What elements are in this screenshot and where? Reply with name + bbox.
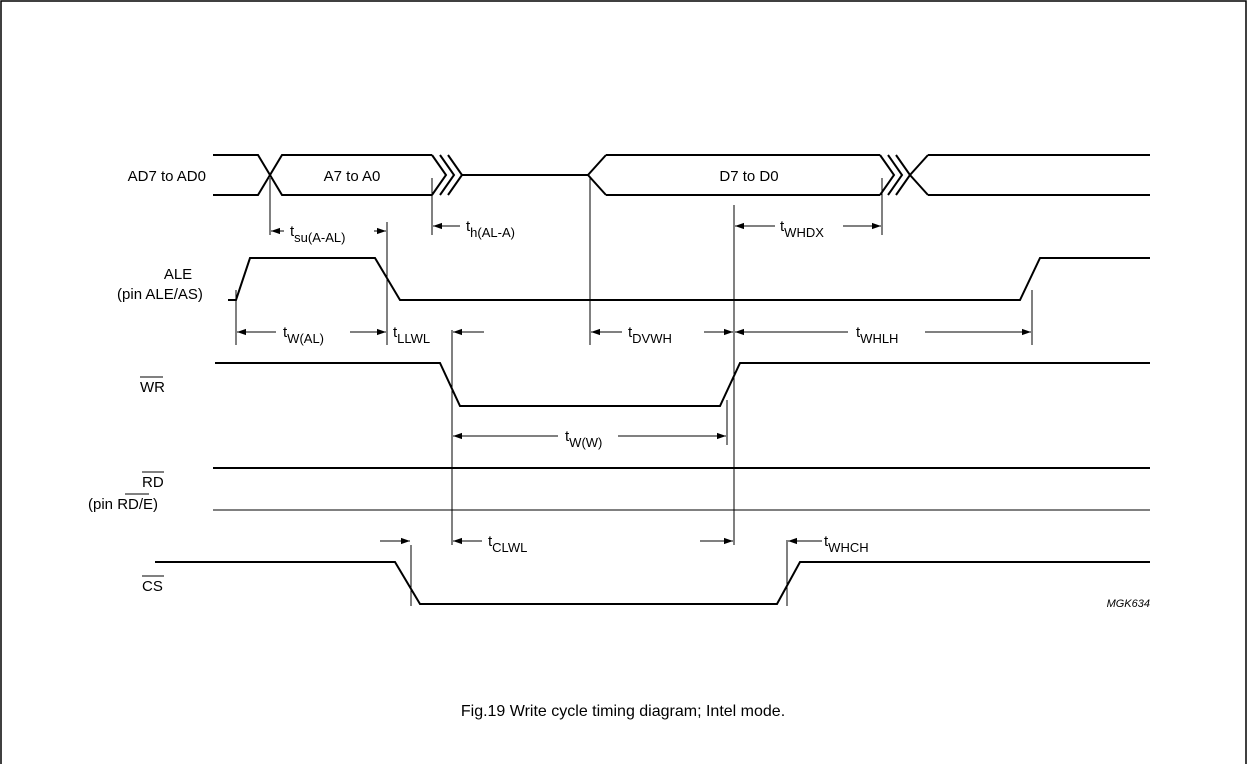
signal-label-rd-pin: (pin RD/E) [88, 496, 158, 513]
signal-label-ale-pin: (pin ALE/AS) [117, 286, 203, 303]
param-twhch: tWHCH [824, 533, 869, 555]
figure-code: MGK634 [1107, 598, 1150, 610]
signal-label-rd: RD [142, 474, 164, 491]
param-tclwl: tCLWL [488, 533, 527, 555]
param-twhdx: tWHDX [780, 218, 824, 240]
param-tsu-a-al: tsu(A-AL) [290, 223, 345, 245]
timing-arrows [237, 222, 1031, 545]
signal-label-wr: WR [140, 379, 165, 396]
param-th-al-a: th(AL-A) [466, 218, 515, 240]
rd-pin-overlined: RD [117, 496, 139, 513]
signal-label-cs: CS [142, 578, 163, 595]
param-tw-w: tW(W) [565, 428, 602, 450]
param-tllwl: tLLWL [393, 324, 430, 346]
cs-waveform [155, 561, 1150, 605]
param-twhlh: tWHLH [856, 324, 898, 346]
figure-caption: Fig.19 Write cycle timing diagram; Intel… [461, 703, 785, 720]
signal-label-ale: ALE [164, 266, 192, 283]
address-bus-label: A7 to A0 [324, 168, 381, 185]
data-bus-label: D7 to D0 [719, 168, 778, 185]
wr-waveform [215, 362, 1150, 407]
param-tw-al: tW(AL) [283, 324, 324, 346]
reference-lines [235, 178, 1033, 606]
ad-bus-waveform [213, 154, 1150, 196]
signal-label-ad: AD7 to AD0 [128, 168, 206, 185]
ale-waveform [228, 257, 1150, 301]
param-tdvwh: tDVWH [628, 324, 672, 346]
